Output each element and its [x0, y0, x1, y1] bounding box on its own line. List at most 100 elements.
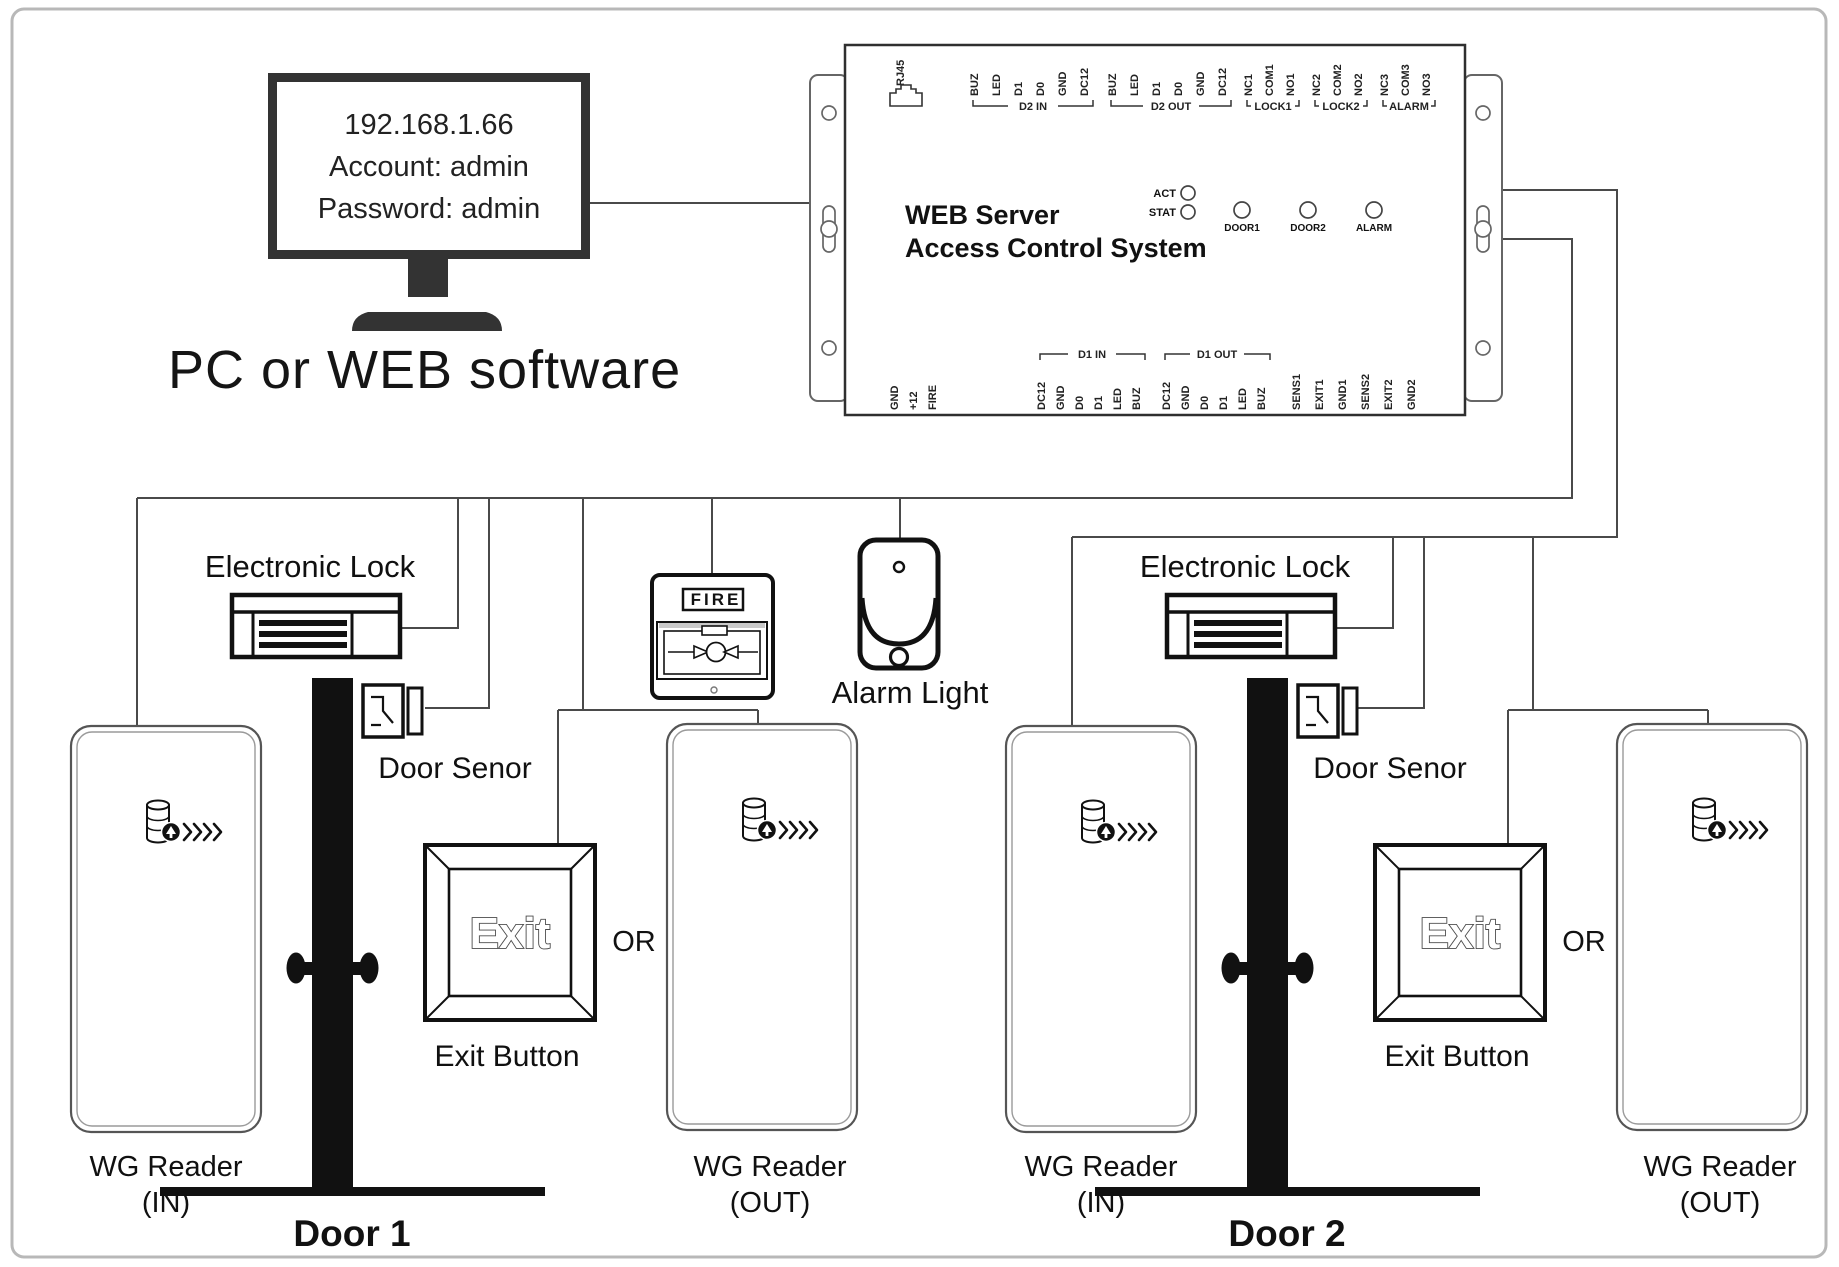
wg-reader-out — [665, 722, 859, 1132]
stat-led-label: STAT — [1149, 207, 1176, 219]
door1-led-label: DOOR1 — [1224, 223, 1260, 234]
pin-label: +12 — [908, 391, 920, 410]
pin-label: LED — [1112, 388, 1124, 410]
wire-lock-1 — [402, 498, 459, 629]
top-terminals: BUZ LED D1 D0 GND DC12 D2 IN BUZ LED D1 … — [969, 64, 1436, 113]
group-label: D1 OUT — [1197, 349, 1238, 361]
board-title-line1: WEB Server — [905, 200, 1060, 230]
wire-exit-or-reader-2 — [1507, 537, 1709, 843]
board-title-line2: Access Control System — [905, 233, 1207, 263]
reader-out-label-2: (OUT) — [1680, 1187, 1761, 1219]
pin-label: DC12 — [1217, 68, 1229, 96]
monitor-screen — [277, 82, 581, 250]
sensor-label: Door Senor — [378, 752, 531, 785]
exit-button-text: Exit — [1420, 909, 1501, 958]
rj45-label: RJ45 — [895, 60, 907, 86]
pin-label: GND2 — [1406, 379, 1418, 410]
door1-group: Electronic Lock Door Senor WG Reader (IN… — [69, 549, 859, 1254]
wire-sensor-2 — [1358, 537, 1425, 709]
pin-label: D0 — [1074, 396, 1086, 410]
pin-label: D1 — [1013, 82, 1025, 96]
pin-label: BUZ — [969, 73, 981, 96]
electronic-lock-icon — [1167, 595, 1335, 657]
wg-reader-in — [1004, 724, 1198, 1134]
status-leds: ACT STAT DOOR1 DOOR2 ALARM — [1149, 185, 1392, 234]
group-bracket — [1110, 100, 1232, 107]
pin-label: DC12 — [1161, 382, 1173, 410]
pin-label: SENS2 — [1360, 374, 1372, 410]
pin-label: NC2 — [1311, 74, 1323, 96]
pin-label: GND — [1195, 72, 1207, 97]
door-label: Door 2 — [1228, 1213, 1345, 1254]
alarm-led — [1365, 201, 1383, 219]
pin-label: D1 — [1093, 396, 1105, 410]
reader-out-label-2: (OUT) — [730, 1187, 811, 1219]
pin-label: EXIT1 — [1314, 379, 1326, 410]
wg-reader-in — [69, 724, 263, 1134]
door-label: Door 1 — [293, 1213, 410, 1254]
group-bracket — [972, 100, 1094, 107]
mounting-ear-right — [1463, 74, 1503, 402]
alarm-light-label: Alarm Light — [832, 675, 989, 710]
screen-account: Account: admin — [329, 151, 529, 183]
fire-label-plate — [681, 587, 745, 612]
controller-body — [843, 43, 1467, 417]
pin-label: GND — [1180, 386, 1192, 411]
pin-label: DC12 — [1079, 68, 1091, 96]
door2-led-label: DOOR2 — [1290, 223, 1326, 234]
group-bracket — [1314, 100, 1368, 107]
door-sensor-icon — [361, 683, 424, 739]
pc-caption: PC or WEB software — [168, 340, 681, 400]
or-label: OR — [1562, 926, 1606, 958]
pin-label: LED — [1129, 74, 1141, 96]
pin-label: GND — [889, 386, 901, 411]
pin-label: D1 — [1218, 396, 1230, 410]
pin-label: LED — [1237, 388, 1249, 410]
pin-label: FIRE — [927, 385, 939, 410]
exit-button-text: Exit — [470, 909, 551, 958]
stat-led — [1180, 204, 1196, 220]
door1-led — [1233, 201, 1251, 219]
pin-label: NO2 — [1353, 73, 1365, 96]
group-bracket — [1164, 353, 1271, 360]
wire-exit-or-reader-1 — [557, 498, 759, 843]
monitor-stand-neck — [408, 259, 448, 297]
group-bracket — [1039, 353, 1146, 360]
reader-out-label-1: WG Reader — [693, 1151, 846, 1183]
electronic-lock-icon — [232, 595, 400, 657]
exit-button-caption: Exit Button — [1384, 1040, 1529, 1073]
group-label: D2 OUT — [1151, 101, 1192, 113]
door2-led — [1299, 201, 1317, 219]
mounting-ear-left — [809, 74, 849, 402]
reader-in-label-1: WG Reader — [89, 1151, 242, 1183]
or-label: OR — [612, 926, 656, 958]
alarm-light-horn — [888, 646, 910, 668]
reader-out-label-1: WG Reader — [1643, 1151, 1796, 1183]
reader-in-label-2: (IN) — [142, 1187, 190, 1219]
pin-label: COM1 — [1264, 64, 1276, 96]
act-led — [1180, 185, 1196, 201]
fire-label: FIRE — [691, 590, 742, 609]
reader-in-label-1: WG Reader — [1024, 1151, 1177, 1183]
screen-password: Password: admin — [318, 193, 540, 225]
pin-label: COM2 — [1332, 64, 1344, 96]
group-label: D1 IN — [1078, 349, 1106, 361]
pin-label: BUZ — [1107, 73, 1119, 96]
exit-button-caption: Exit Button — [434, 1040, 579, 1073]
pin-label: GND — [1057, 72, 1069, 97]
alarm-led-label: ALARM — [1356, 223, 1392, 234]
pin-label: D0 — [1035, 82, 1047, 96]
fire-screw — [710, 686, 718, 694]
pin-label: NO1 — [1285, 73, 1297, 96]
rj45-icon — [889, 84, 923, 107]
pin-label: D0 — [1173, 82, 1185, 96]
pin-label: D0 — [1199, 396, 1211, 410]
lock-label: Electronic Lock — [1140, 549, 1351, 584]
group-label: D2 IN — [1019, 101, 1047, 113]
wire-sensor-1 — [425, 498, 490, 709]
rj45-port: RJ45 — [889, 60, 923, 107]
pin-label: NC3 — [1379, 74, 1391, 96]
act-led-label: ACT — [1153, 188, 1176, 200]
